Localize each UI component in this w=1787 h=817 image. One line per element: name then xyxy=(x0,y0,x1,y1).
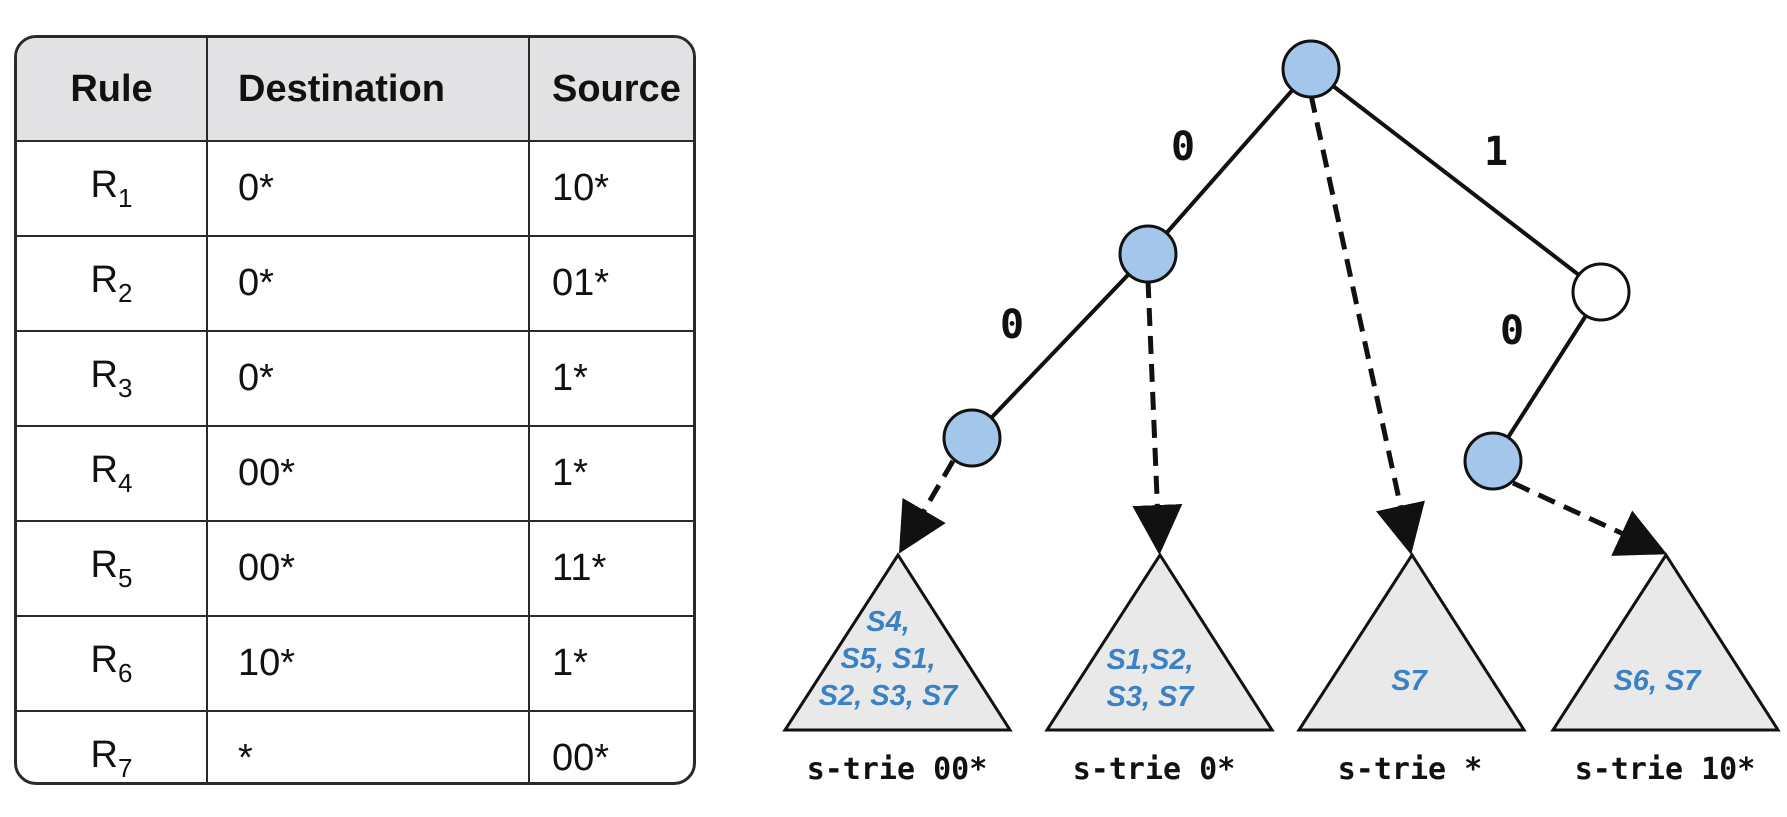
source-cell: 01* xyxy=(528,235,693,332)
subtrie-label-star: s-trie * xyxy=(1338,752,1483,787)
rule-subscript: 7 xyxy=(117,752,133,783)
rule-subscript: 1 xyxy=(117,182,133,213)
table-row: R1 0* 10* xyxy=(17,140,693,237)
rule-cell: R4 xyxy=(17,425,208,522)
source-cell: 10* xyxy=(528,140,693,237)
edge-label-left-left: 0 xyxy=(1000,302,1024,348)
pointer-arrow-00 xyxy=(898,459,956,554)
trie-node-00 xyxy=(942,408,1002,468)
edge-root-left xyxy=(1146,67,1313,256)
edge-root-right xyxy=(1309,67,1603,294)
source-cell: 1* xyxy=(528,615,693,712)
subtrie-rules-star-line1: S7 xyxy=(1391,665,1428,697)
pointer-arrow-root xyxy=(1308,94,1425,555)
header-rule: Rule xyxy=(17,38,208,142)
subtrie-rules-0-line1: S1,S2, xyxy=(1106,644,1193,676)
edge-right-left xyxy=(1491,290,1603,463)
rule-name: R xyxy=(90,733,118,776)
destination-cell: 00* xyxy=(206,425,530,522)
table-row: R3 0* 1* xyxy=(17,330,693,427)
rule-name: R xyxy=(90,163,118,206)
rule-name: R xyxy=(90,353,118,396)
trie-node-0 xyxy=(1118,224,1178,284)
subtrie-rules-0-line2: S3, S7 xyxy=(1106,681,1195,713)
destination-cell: 0* xyxy=(206,330,530,427)
pointer-arrow-0 xyxy=(1132,279,1183,555)
rule-cell: R6 xyxy=(17,615,208,712)
table-row: R2 0* 01* xyxy=(17,235,693,332)
rule-name: R xyxy=(90,638,118,681)
table-row: R6 10* 1* xyxy=(17,615,693,712)
subtrie-triangle-00 xyxy=(782,552,1013,732)
subtrie-triangle-star xyxy=(1296,552,1527,732)
rule-subscript: 6 xyxy=(117,657,133,688)
subtrie-rules-00-line3: S2, S3, S7 xyxy=(819,680,960,712)
source-cell: 11* xyxy=(528,520,693,617)
destination-cell: 00* xyxy=(206,520,530,617)
edge-left-left xyxy=(970,252,1150,440)
trie-node-10 xyxy=(1463,431,1523,491)
trie-node-1 xyxy=(1571,262,1631,322)
rule-cell: R5 xyxy=(17,520,208,617)
rule-cell: R7 xyxy=(17,710,208,783)
subtrie-rules-00-line2: S5, S1, xyxy=(840,643,935,675)
rule-subscript: 5 xyxy=(117,562,133,593)
subtrie-label-10: s-trie 10* xyxy=(1575,752,1756,787)
rule-cell: R3 xyxy=(17,330,208,427)
table-row: R4 00* 1* xyxy=(17,425,693,522)
destination-cell: 0* xyxy=(206,140,530,237)
source-cell: 1* xyxy=(528,330,693,427)
rule-table-frame: Rule Destination Source R1 0* 10* R2 0* … xyxy=(14,35,696,785)
edge-label-right-left: 0 xyxy=(1500,308,1524,354)
subtrie-triangle-10 xyxy=(1550,552,1781,732)
destination-cell: 10* xyxy=(206,615,530,712)
rule-subscript: 4 xyxy=(117,467,133,498)
destination-cell: 0* xyxy=(206,235,530,332)
table-row: R5 00* 11* xyxy=(17,520,693,617)
rule-name: R xyxy=(90,258,118,301)
rule-cell: R1 xyxy=(17,140,208,237)
edge-label-root-right: 1 xyxy=(1484,129,1508,175)
subtrie-rules-10-line1: S6, S7 xyxy=(1613,665,1702,697)
trie-node-root xyxy=(1281,39,1341,99)
subtrie-rules-00-line1: S4, xyxy=(866,606,910,638)
header-destination: Destination xyxy=(206,38,530,142)
source-cell: 1* xyxy=(528,425,693,522)
rule-cell: R2 xyxy=(17,235,208,332)
subtrie-triangle-0 xyxy=(1044,552,1275,732)
pointer-arrow-10 xyxy=(1511,480,1668,556)
rule-subscript: 2 xyxy=(117,277,133,308)
table-header-row: Rule Destination Source xyxy=(17,38,693,142)
rule-name: R xyxy=(90,543,118,586)
subtrie-label-00: s-trie 00* xyxy=(807,752,988,787)
header-source: Source xyxy=(528,38,693,142)
source-cell: 00* xyxy=(528,710,693,782)
destination-cell: * xyxy=(206,710,530,782)
edge-label-root-left: 0 xyxy=(1171,124,1195,170)
rule-subscript: 3 xyxy=(117,372,133,403)
rule-table: Rule Destination Source R1 0* 10* R2 0* … xyxy=(17,38,693,783)
table-row: R7 * 00* xyxy=(17,710,693,783)
subtrie-label-0: s-trie 0* xyxy=(1073,752,1236,787)
rule-name: R xyxy=(90,448,118,491)
